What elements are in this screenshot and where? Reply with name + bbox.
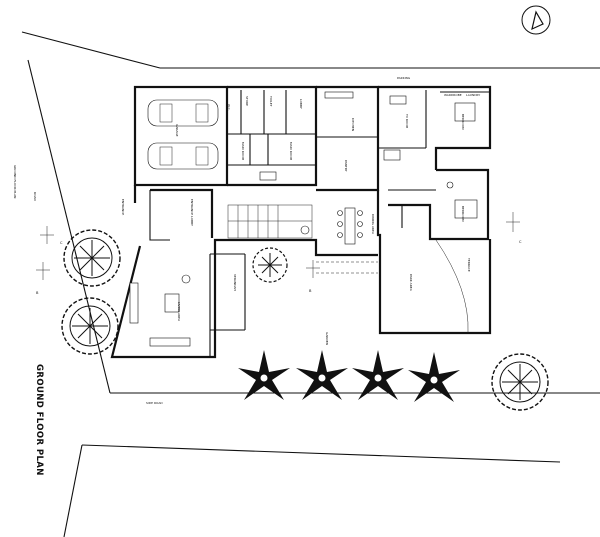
- tree-icon: [63, 229, 121, 287]
- section-c-right: C: [519, 240, 522, 244]
- car-icon: [147, 99, 219, 127]
- ground-floor-plan-small-label: GROUND FLOOR PLAN: [13, 165, 17, 198]
- north-arrow-icon: [521, 5, 551, 35]
- tree-icon: [252, 247, 288, 283]
- room-living: LIVING AREA: [177, 302, 181, 322]
- section-b-mid: B: [309, 289, 312, 293]
- road-label: ROAD: [33, 192, 37, 201]
- palm-tree-icon: [296, 350, 348, 400]
- room-garage: GARAGE: [175, 124, 179, 137]
- section-markers: C B B C: [36, 212, 522, 295]
- room-store: STORE: [245, 96, 249, 106]
- room-kitchen: KITCHEN: [351, 118, 355, 131]
- side-road-label: SIDE ROAD: [146, 401, 163, 405]
- parking-label-top: PARKING: [397, 76, 411, 80]
- room-wc: W.C.: [227, 104, 231, 111]
- furniture: [129, 91, 478, 347]
- room-bedroom-2: BEDROOM: [461, 206, 465, 222]
- room-wardrobe: WARDROBE: [444, 93, 462, 97]
- tree-icon: [61, 297, 119, 355]
- tree-icon: [491, 353, 549, 411]
- section-b-left: B: [36, 291, 39, 295]
- room-lobby: LOBBY: [299, 99, 303, 109]
- site-boundary: [21, 31, 600, 537]
- room-terrace: TERRACE: [467, 257, 471, 272]
- room-dining: DINING AREA: [371, 214, 375, 235]
- room-entrance: ENTRANCE: [121, 199, 125, 215]
- room-tv-room: TV ROOM: [405, 113, 409, 129]
- room-maid-1: MAID ROOM: [241, 142, 245, 161]
- room-maid-2: MAID ROOM: [289, 142, 293, 161]
- palm-tree-icon: [408, 352, 460, 402]
- building-walls: [110, 85, 492, 359]
- room-bedroom-1: BEDROOM: [461, 114, 465, 130]
- page-title: GROUND FLOOR PLAN: [34, 364, 44, 476]
- section-c-left: C: [60, 241, 63, 245]
- room-toilet: TOILET: [269, 95, 273, 107]
- room-entrance-lobby: ENTRANCE LOBBY: [190, 199, 194, 226]
- palm-tree-icon: [352, 350, 404, 400]
- terrace-curve: [435, 239, 469, 334]
- room-pantry: PANTRY: [344, 160, 348, 172]
- room-verandah: VERANDAH: [233, 274, 237, 291]
- staircase: [227, 204, 313, 239]
- room-park-area: PARK AREA: [409, 274, 413, 292]
- room-laundry: LAUNDRY: [466, 93, 480, 97]
- room-labels: GARAGE MAID ROOM MAID ROOM STORE TOILET …: [121, 93, 480, 345]
- palm-tree-icon: [238, 350, 290, 400]
- room-garden: GARDEN: [325, 332, 329, 345]
- car-icon: [147, 142, 219, 170]
